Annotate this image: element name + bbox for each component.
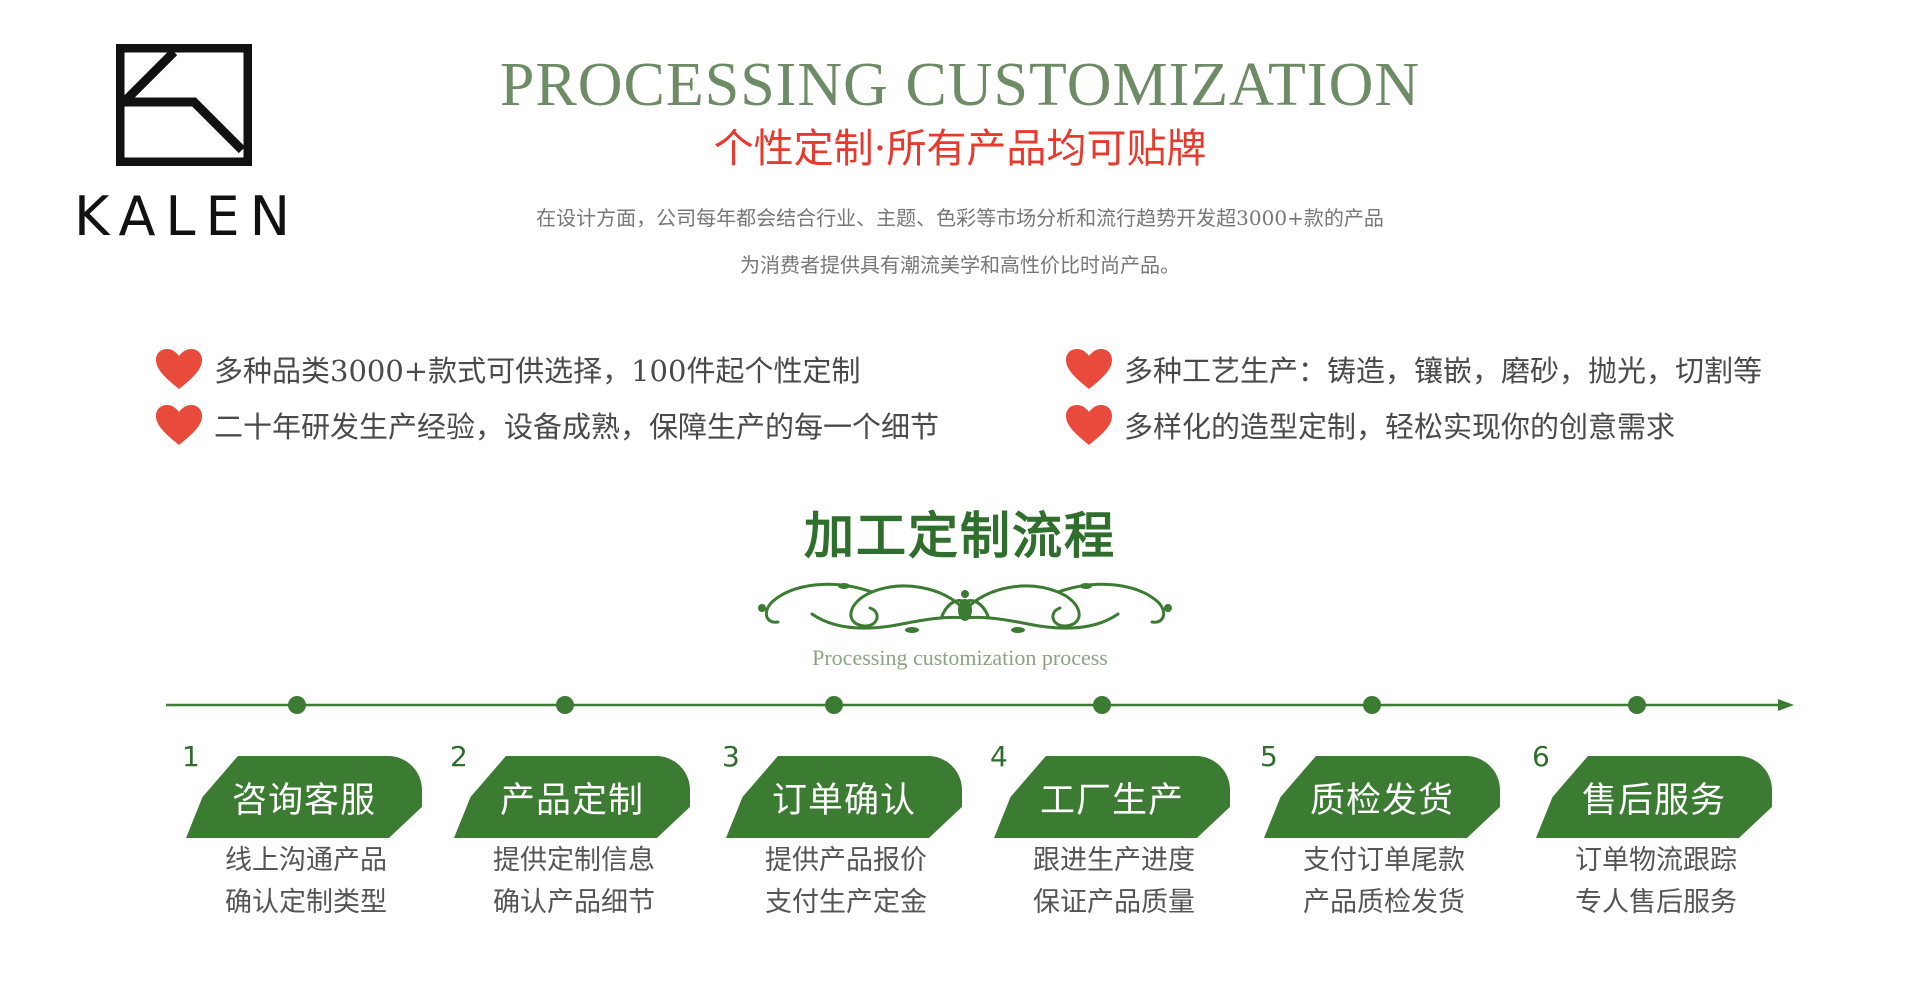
step-desc-line: 专人售后服务 xyxy=(1575,887,1737,918)
heart-icon xyxy=(1066,349,1112,389)
feature-item: 多种品类3000+款式可供选择，100件起个性定制 xyxy=(154,346,860,392)
step-label: 产品定制 xyxy=(499,780,644,821)
step-description: 支付订单尾款 产品质检发货 xyxy=(1244,840,1524,924)
step-desc-line: 确认定制类型 xyxy=(225,887,387,918)
feature-text: 多种工艺生产：铸造，镶嵌，磨砂，抛光，切割等 xyxy=(1124,354,1763,388)
step-desc-line: 支付生产定金 xyxy=(765,887,927,918)
step-number: 4 xyxy=(990,740,1008,773)
feature-item: 多种工艺生产：铸造，镶嵌，磨砂，抛光，切割等 xyxy=(1064,346,1762,392)
step-label: 订单确认 xyxy=(771,780,916,821)
process-title: 加工定制流程 xyxy=(804,507,1116,565)
step-label: 咨询客服 xyxy=(231,780,376,821)
step-description: 线上沟通产品 确认定制类型 xyxy=(166,840,446,924)
timeline-arrow xyxy=(166,696,1794,714)
step-number: 6 xyxy=(1532,740,1550,773)
step-description: 提供产品报价 支付生产定金 xyxy=(706,840,986,924)
feature-text: 多样化的造型定制，轻松实现你的创意需求 xyxy=(1124,410,1676,444)
step-number: 5 xyxy=(1260,740,1278,773)
page-title-cn: 个性定制·所有产品均可贴牌 xyxy=(713,126,1207,172)
step-description: 跟进生产进度 保证产品质量 xyxy=(974,840,1254,924)
feature-item: 二十年研发生产经验，设备成熟，保障生产的每一个细节 xyxy=(154,402,939,448)
process-subtitle: Processing customization process xyxy=(812,645,1108,670)
step-number: 2 xyxy=(450,740,468,773)
step-desc-line: 支付订单尾款 xyxy=(1303,845,1465,876)
heart-icon xyxy=(1066,405,1112,445)
step-description: 订单物流跟踪 专人售后服务 xyxy=(1516,840,1796,924)
step-desc-line: 线上沟通产品 xyxy=(225,845,387,876)
step-label: 售后服务 xyxy=(1581,780,1726,821)
heart-icon xyxy=(156,349,202,389)
step-desc-line: 提供产品报价 xyxy=(765,845,927,876)
kalen-logo-mark-icon xyxy=(116,44,252,166)
description-line-2: 为消费者提供具有潮流美学和高性价比时尚产品。 xyxy=(740,253,1180,277)
step-desc-line: 产品质检发货 xyxy=(1303,887,1465,918)
description-line-1: 在设计方面，公司每年都会结合行业、主题、色彩等市场分析和流行趋势开发超3000+… xyxy=(536,206,1384,230)
step-desc-line: 保证产品质量 xyxy=(1033,887,1195,918)
floral-ornament-icon xyxy=(758,582,1172,633)
step-description: 提供定制信息 确认产品细节 xyxy=(434,840,714,924)
feature-text: 二十年研发生产经验，设备成熟，保障生产的每一个细节 xyxy=(214,410,940,444)
step-desc-line: 确认产品细节 xyxy=(493,887,655,918)
step-label: 质检发货 xyxy=(1309,780,1454,821)
step-number: 1 xyxy=(182,740,200,773)
step-desc-line: 订单物流跟踪 xyxy=(1575,845,1737,876)
step-number: 3 xyxy=(722,740,740,773)
step-desc-line: 提供定制信息 xyxy=(493,845,655,876)
heart-icon xyxy=(156,405,202,445)
feature-item: 多样化的造型定制，轻松实现你的创意需求 xyxy=(1064,402,1675,448)
feature-text: 多种品类3000+款式可供选择，100件起个性定制 xyxy=(214,354,861,388)
brand-name: KALEN xyxy=(73,185,300,248)
page-title-en: PROCESSING CUSTOMIZATION xyxy=(499,51,1421,119)
step-desc-line: 跟进生产进度 xyxy=(1033,845,1195,876)
step-label: 工厂生产 xyxy=(1039,780,1184,821)
